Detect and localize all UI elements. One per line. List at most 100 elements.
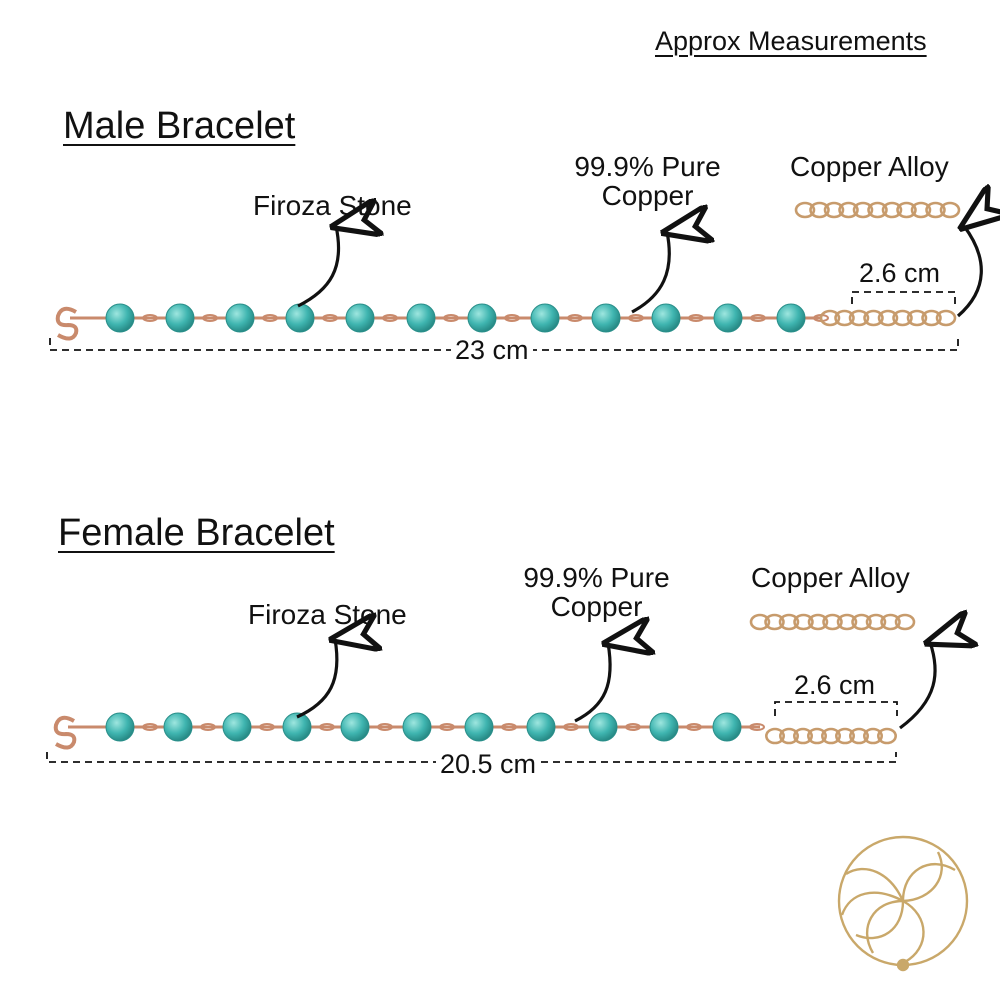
- female-chain-link: [835, 727, 855, 745]
- female-extension-length: 2.6 cm: [790, 671, 880, 699]
- female-wire-wrap: [319, 723, 335, 731]
- male-total-dimension-line: [49, 338, 959, 351]
- female-chain-link: [821, 727, 841, 745]
- male-stone-label: Firoza Stone: [253, 190, 412, 221]
- male-copper-label: 99.9% Pure Copper: [565, 152, 730, 211]
- male-sample-chain-link: [925, 201, 946, 219]
- male-alloy-arrow-icon: [958, 226, 981, 318]
- female-turquoise-bead: [649, 712, 679, 742]
- male-chain-link: [935, 309, 957, 327]
- female-sample-chain-link: [851, 613, 872, 631]
- male-beads: [105, 303, 829, 333]
- male-wire-wrap: [750, 314, 766, 322]
- female-sample-chain-link: [865, 613, 887, 631]
- male-sample-chain-link: [823, 201, 845, 219]
- female-chain-link: [877, 727, 897, 745]
- female-wire-wrap: [377, 723, 393, 731]
- female-alloy-arrow-icon: [899, 642, 935, 730]
- male-chain-link: [863, 309, 884, 327]
- male-chain-link: [921, 309, 942, 327]
- male-stone-arrow-icon: [297, 226, 339, 308]
- male-wire-wrap: [567, 314, 583, 322]
- male-bracelet-title: Male Bracelet: [63, 105, 296, 147]
- female-sample-chain-link: [894, 613, 916, 631]
- female-sample-chain-link: [793, 613, 814, 631]
- male-turquoise-bead: [713, 303, 743, 333]
- male-s-hook-clasp: [55, 306, 79, 341]
- female-chain-link: [849, 727, 869, 745]
- female-beads: [105, 712, 765, 742]
- female-copper-label-line2: Copper: [550, 591, 643, 623]
- male-turquoise-bead: [345, 303, 375, 333]
- male-wire-wrap: [322, 314, 338, 322]
- female-turquoise-bead: [222, 712, 252, 742]
- male-chain-link: [848, 309, 870, 327]
- male-alloy-chain-sample: [794, 201, 961, 219]
- female-wire-wrap: [749, 723, 765, 731]
- male-copper-label-line2: Copper: [601, 180, 694, 212]
- male-turquoise-bead: [591, 303, 621, 333]
- male-turquoise-bead: [285, 303, 315, 333]
- female-chain-link: [793, 727, 813, 745]
- male-sample-chain-link: [838, 201, 859, 219]
- male-wire-wrap: [504, 314, 520, 322]
- male-chain-link: [906, 309, 928, 327]
- male-turquoise-bead: [467, 303, 497, 333]
- female-sample-chain-link: [778, 613, 800, 631]
- male-wire-wrap: [262, 314, 278, 322]
- female-s-hook-clasp: [53, 715, 77, 750]
- male-alloy-label: Copper Alloy: [790, 151, 949, 182]
- male-extension-chain: [819, 309, 957, 327]
- approx-measurements-note: Approx Measurements: [655, 26, 927, 56]
- female-alloy-label: Copper Alloy: [751, 562, 910, 593]
- female-sample-chain-link: [822, 613, 843, 631]
- female-turquoise-bead: [526, 712, 556, 742]
- female-turquoise-bead: [712, 712, 742, 742]
- female-copper-label: 99.9% Pure Copper: [514, 563, 679, 622]
- male-sample-chain-link: [809, 201, 830, 219]
- female-turquoise-bead: [105, 712, 135, 742]
- female-wire-wrap: [686, 723, 702, 731]
- male-turquoise-bead: [165, 303, 195, 333]
- female-alloy-chain-sample: [749, 613, 916, 631]
- female-wire-wrap: [501, 723, 517, 731]
- male-turquoise-bead: [651, 303, 681, 333]
- female-turquoise-bead: [282, 712, 312, 742]
- male-turquoise-bead: [776, 303, 806, 333]
- female-stone-label: Firoza Stone: [248, 599, 407, 630]
- male-extension-dimension-line: [851, 291, 956, 304]
- male-turquoise-bead: [225, 303, 255, 333]
- female-copper-label-line1: 99.9% Pure: [523, 562, 670, 593]
- female-chain-link: [779, 727, 799, 745]
- male-wire-wrap: [202, 314, 218, 322]
- female-sample-chain-link: [880, 613, 901, 631]
- male-wire-wrap: [382, 314, 398, 322]
- male-chain-link: [877, 309, 899, 327]
- male-turquoise-bead: [530, 303, 560, 333]
- male-sample-chain-link: [794, 201, 816, 219]
- female-bracelet-title: Female Bracelet: [58, 512, 335, 554]
- male-sample-chain-link: [881, 201, 903, 219]
- female-extension-chain: [765, 727, 897, 745]
- female-wire-wrap: [439, 723, 455, 731]
- male-wire-wrap: [688, 314, 704, 322]
- male-wire-wrap: [443, 314, 459, 322]
- female-sample-chain-link: [764, 613, 785, 631]
- female-turquoise-bead: [340, 712, 370, 742]
- female-wire-wrap: [142, 723, 158, 731]
- male-sample-chain-link: [896, 201, 917, 219]
- male-copper-arrow-icon: [631, 232, 669, 314]
- female-turquoise-bead: [464, 712, 494, 742]
- female-sample-chain-link: [836, 613, 858, 631]
- male-sample-chain-link: [852, 201, 874, 219]
- male-wire-wrap: [628, 314, 644, 322]
- triskelion-circle-logo-icon: [837, 835, 969, 972]
- male-chain-link: [819, 309, 841, 327]
- female-extension-dimension-line: [774, 701, 898, 716]
- female-wire-wrap: [625, 723, 641, 731]
- female-turquoise-bead: [163, 712, 193, 742]
- female-turquoise-bead: [588, 712, 618, 742]
- male-total-length: 23 cm: [451, 336, 533, 364]
- male-chain-link: [892, 309, 913, 327]
